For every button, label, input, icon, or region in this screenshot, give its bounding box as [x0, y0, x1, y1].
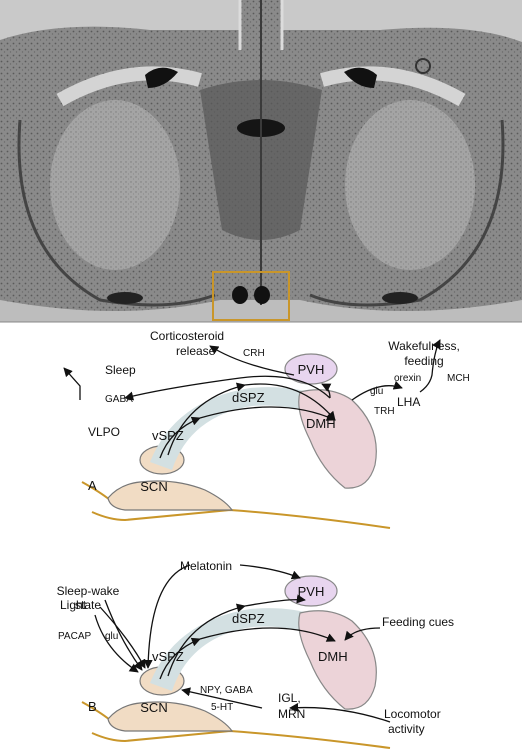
label-release: release: [176, 344, 216, 358]
label-vspz: vSPZ: [152, 428, 184, 443]
label-mrn: MRN: [278, 707, 305, 721]
panel-a-letter: A: [88, 478, 97, 493]
label-vlpo: VLPO: [88, 425, 120, 439]
label-sleep: Sleep: [105, 363, 136, 377]
brain-section-image: [0, 0, 522, 322]
label-npy-gaba: NPY, GABA: [200, 685, 253, 696]
label-sleep-wake: Sleep-wake: [57, 584, 120, 598]
label-trh: TRH: [374, 406, 395, 417]
dmh-region: [298, 389, 377, 489]
label-dmh: DMH: [306, 416, 336, 431]
pvh-region: [284, 353, 338, 385]
dmh-region-b: [298, 610, 377, 710]
label-feeding: feeding: [404, 354, 443, 368]
label-vspz-b: vSPZ: [152, 649, 184, 664]
label-5ht: 5-HT: [211, 702, 233, 713]
label-scn-b: SCN: [140, 700, 167, 715]
label-dmh-b: DMH: [318, 649, 348, 664]
label-crh: CRH: [243, 348, 265, 359]
label-igl: IGL,: [278, 691, 301, 705]
panel-b-letter: B: [88, 699, 97, 714]
label-light: Light: [60, 598, 87, 612]
label-melatonin: Melatonin: [180, 559, 232, 573]
label-scn: SCN: [140, 479, 167, 494]
label-feeding-cues: Feeding cues: [382, 615, 454, 629]
label-activity: activity: [388, 722, 425, 736]
label-wakefulness: Wakefulness,: [388, 339, 460, 353]
panel-a: Corticosteroid release CRH PVH Sleep GAB…: [63, 329, 470, 529]
label-lha: LHA: [397, 395, 420, 409]
label-corticosteroid: Corticosteroid: [150, 329, 224, 343]
label-gaba: GABA: [105, 394, 133, 405]
label-pacap: PACAP: [58, 631, 91, 642]
label-locomotor: Locomotor: [384, 707, 441, 721]
label-mch: MCH: [447, 373, 470, 384]
panel-b: Melatonin PVH Sleep-wake state Light PAC…: [57, 559, 454, 749]
label-pvh-b: PVH: [298, 584, 325, 599]
label-orexin: orexin: [394, 373, 421, 384]
label-glu-b: glu: [105, 631, 118, 642]
label-dspz: dSPZ: [232, 390, 265, 405]
label-dspz-b: dSPZ: [232, 611, 265, 626]
scn-region: [107, 480, 234, 511]
label-state: state: [75, 598, 101, 612]
scn-region-b: [107, 701, 234, 732]
label-glu: glu: [370, 386, 383, 397]
scn-highlight-box: [212, 271, 290, 321]
label-pvh: PVH: [298, 362, 325, 377]
